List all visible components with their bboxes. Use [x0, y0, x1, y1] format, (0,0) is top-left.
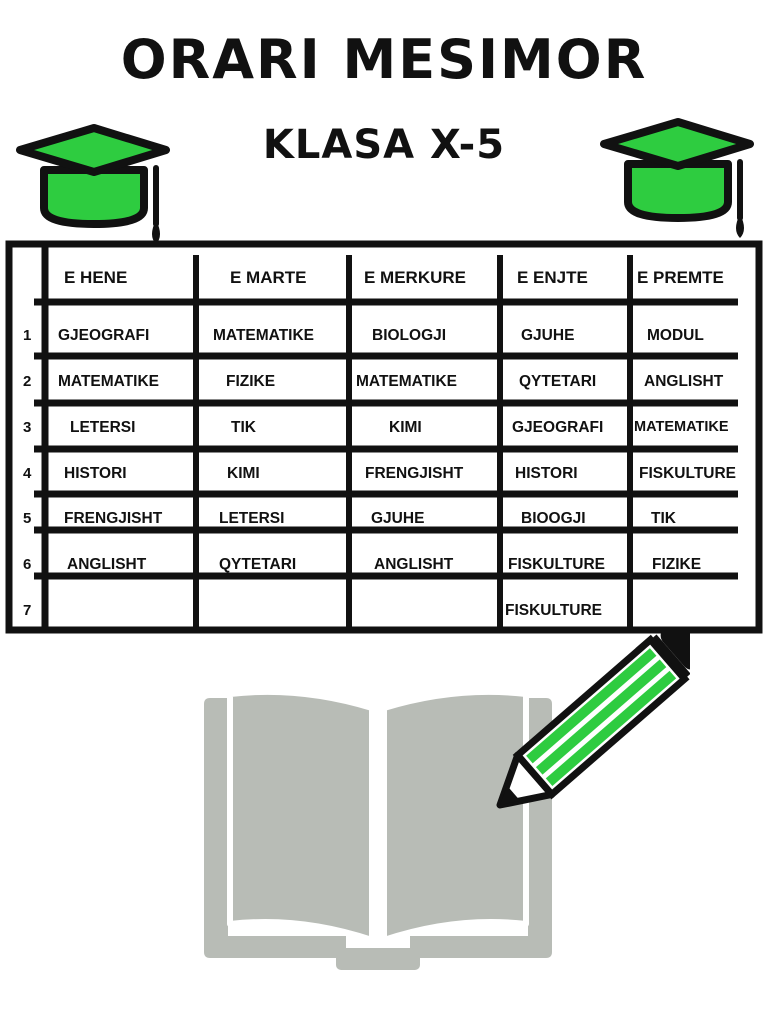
subject-cell: GJEOGRAFI [58, 327, 150, 344]
subject-cell: FISKULTURE [505, 602, 603, 619]
page-subtitle: KLASA X-5 [262, 122, 506, 168]
subject-cell: GJUHE [521, 327, 575, 344]
subject-cell: HISTORI [64, 465, 127, 482]
subject-cell: MATEMATIKE [634, 419, 729, 435]
subject-cell: QYTETARI [219, 556, 297, 573]
period-number: 1 [23, 327, 32, 344]
subject-cell: KIMI [389, 419, 422, 436]
pencil-icon [496, 630, 690, 809]
subject-cell: KIMI [227, 465, 260, 482]
subject-cell: MATEMATIKE [58, 373, 160, 390]
day-header: E HENE [64, 268, 128, 287]
subject-cell: TIK [231, 419, 256, 436]
subject-cell: ANGLISHT [67, 556, 147, 573]
subject-cell: HISTORI [515, 465, 578, 482]
subject-cell: TIK [651, 510, 676, 527]
subject-cell: FIZIKE [652, 556, 702, 573]
subject-cell: FIZIKE [226, 373, 276, 390]
page-title: ORARI MESIMOR [120, 28, 648, 91]
period-number: 4 [23, 465, 32, 482]
day-header: E MERKURE [364, 268, 467, 287]
subject-cell: GJUHE [371, 510, 425, 527]
day-header: E ENJTE [517, 268, 588, 287]
open-book-icon [204, 690, 552, 970]
subject-cell: QYTETARI [519, 373, 597, 390]
subject-cell: LETERSI [70, 419, 136, 436]
period-number: 2 [23, 373, 32, 390]
period-number: 6 [23, 556, 32, 573]
subject-cell: FRENGJISHT [64, 510, 163, 527]
subject-cell: GJEOGRAFI [512, 419, 604, 436]
period-number: 7 [23, 602, 32, 619]
period-number: 3 [23, 419, 32, 436]
period-number: 5 [23, 510, 32, 527]
day-header: E MARTE [230, 268, 307, 287]
subject-cell: MODUL [647, 327, 704, 344]
subject-cell: BIOLOGJI [372, 327, 447, 344]
subject-cell: FRENGJISHT [365, 465, 464, 482]
subject-cell: ANGLISHT [374, 556, 454, 573]
graduation-cap-icon [16, 124, 170, 244]
subject-cell: LETERSI [219, 510, 285, 527]
timetable-grid [5, 240, 763, 634]
graduation-cap-icon [600, 118, 754, 238]
subject-cell: ANGLISHT [644, 373, 724, 390]
day-header: E PREMTE [637, 268, 724, 287]
subject-cell: BIOOGJI [521, 510, 586, 527]
subject-cell: FISKULTURE [508, 556, 606, 573]
subject-cell: MATEMATIKE [213, 327, 315, 344]
subject-cell: FISKULTURE [639, 465, 737, 482]
subject-cell: MATEMATIKE [356, 373, 458, 390]
